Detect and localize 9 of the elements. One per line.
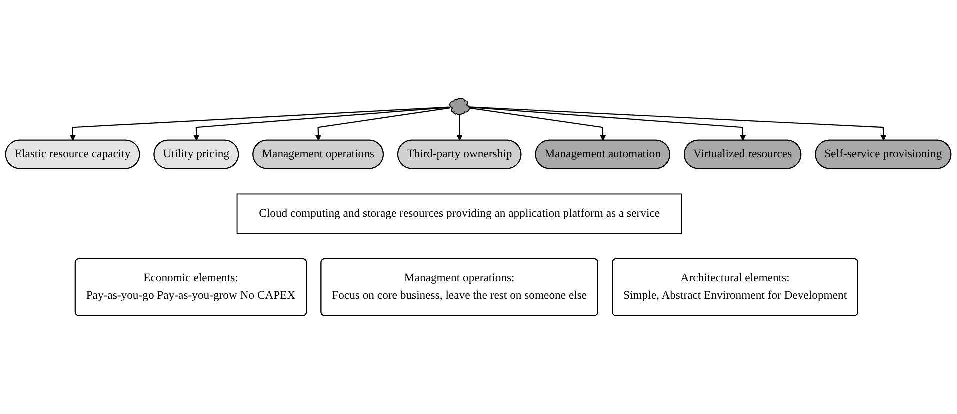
node-cloud xyxy=(450,98,470,116)
arrow xyxy=(469,106,887,141)
arrow xyxy=(469,106,746,141)
arrow xyxy=(469,107,606,141)
arrow xyxy=(193,106,450,141)
node-box: Cloud computing and storage resources providing an application platform as a service xyxy=(236,193,682,234)
arrow xyxy=(70,106,450,141)
arrow xyxy=(456,114,463,141)
arrow xyxy=(315,107,450,141)
